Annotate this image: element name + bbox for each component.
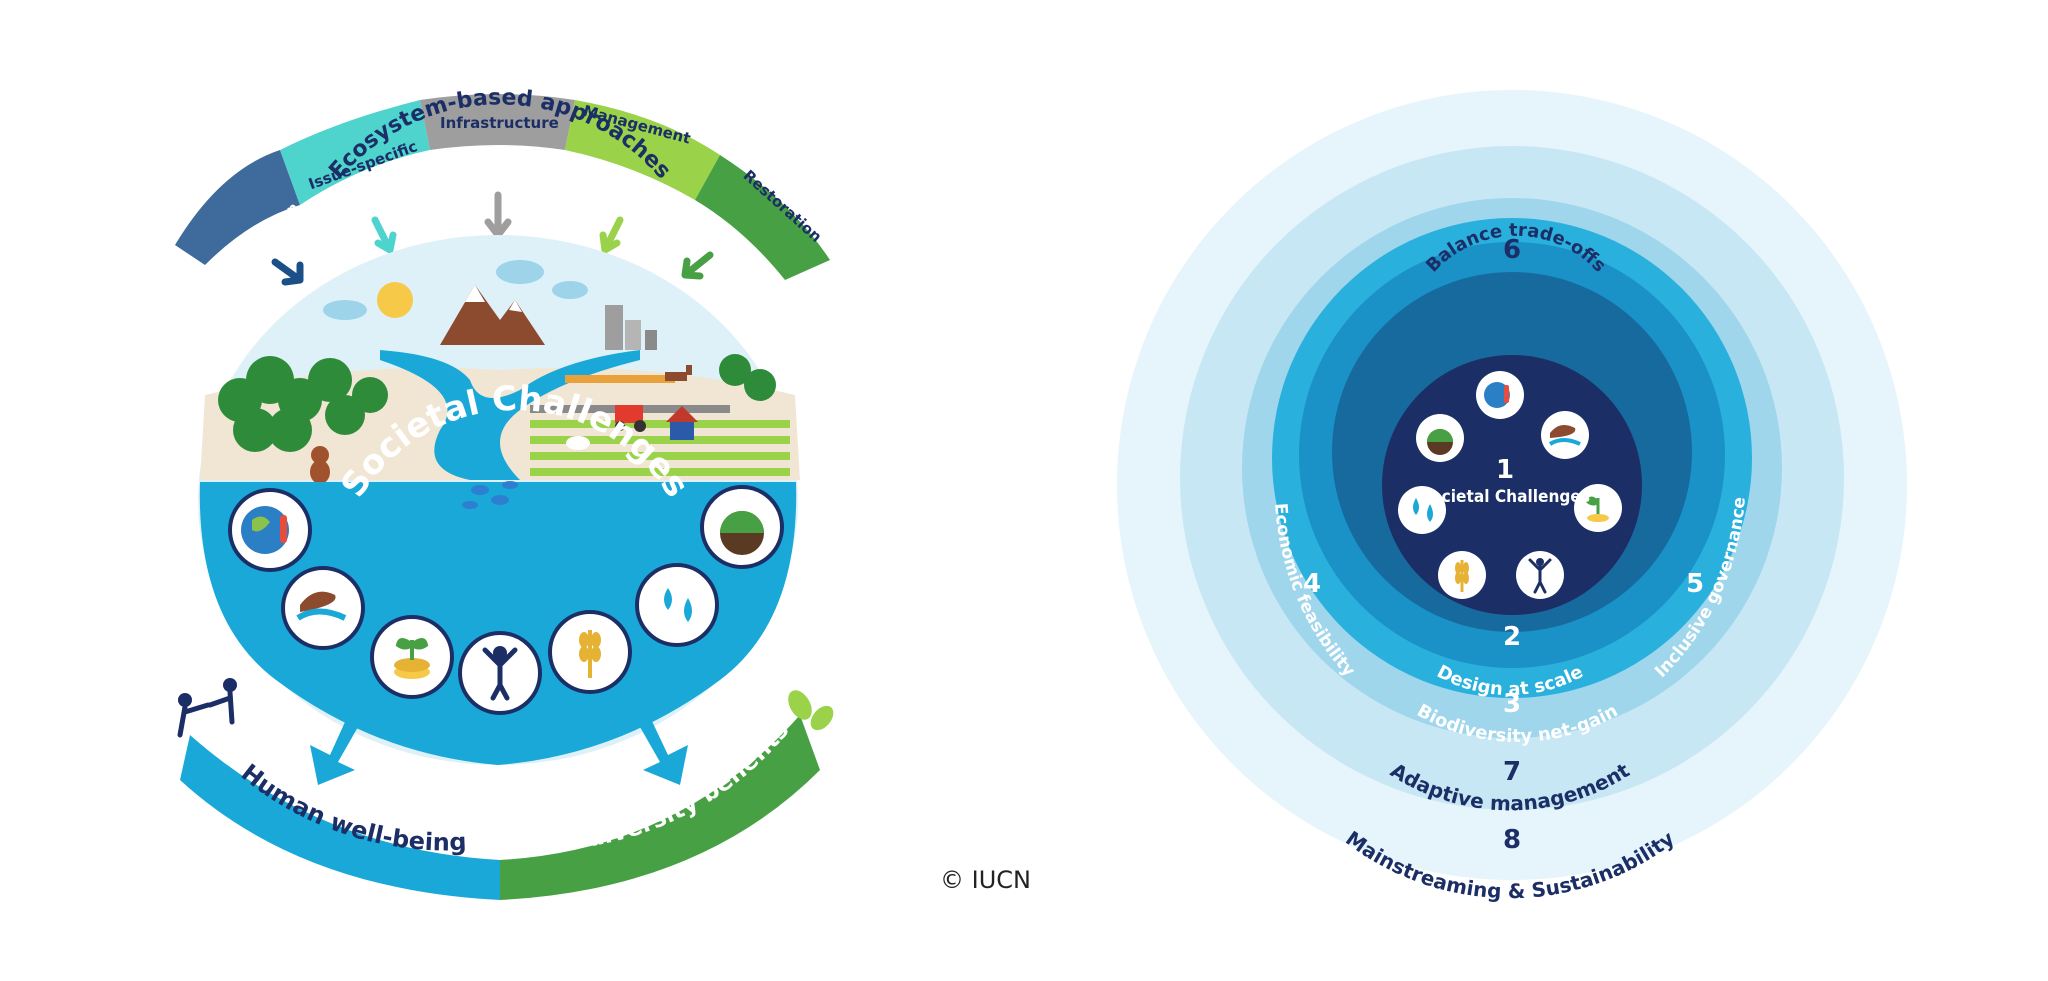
approach-tab-protection	[175, 150, 300, 265]
climate-change-icon	[1476, 371, 1524, 419]
cloud-icon	[323, 300, 367, 320]
arrow-icon	[599, 216, 624, 254]
approach-arrows	[271, 191, 714, 286]
approach-band-inner	[205, 165, 785, 300]
criteria-diagram: 1 Societal Challenges 6 Balance trade-of…	[1117, 90, 1907, 903]
arrow-icon	[681, 251, 714, 280]
natural-disaster-icon	[281, 566, 365, 650]
natural-disaster-icon	[1541, 411, 1589, 459]
criterion-1-number: 1	[1496, 455, 1514, 485]
approach-tab-infrastructure	[420, 94, 575, 150]
city-building	[645, 330, 657, 350]
leaf-icon	[788, 690, 834, 731]
landscape: Societal Challenges	[198, 235, 800, 765]
criterion-3-number: 3	[1503, 689, 1521, 719]
criterion-5-number: 5	[1686, 569, 1704, 599]
water-security-icon	[1398, 486, 1446, 534]
arrow-icon	[271, 258, 304, 286]
mountain-snow	[465, 285, 522, 312]
economic-development-icon	[370, 615, 454, 699]
soil-degradation-icon	[700, 485, 784, 569]
tree-icon	[719, 354, 776, 401]
orangutan-icon	[310, 446, 330, 484]
criterion-6-number: 6	[1503, 235, 1521, 265]
tractor-icon	[615, 405, 646, 432]
climate-change-icon	[228, 488, 312, 572]
outcome-biodiversity	[500, 715, 820, 900]
arrow-icon	[484, 191, 512, 239]
horse-icon	[665, 365, 692, 381]
arrow-icon	[371, 216, 397, 254]
lake	[199, 482, 797, 765]
outcome-human-wellbeing	[180, 735, 500, 900]
criterion-7-number: 7	[1503, 757, 1521, 787]
ecosystem-diagram: Protection Issue-specific Infrastructure…	[175, 85, 834, 900]
food-security-icon	[548, 610, 632, 694]
criterion-2-number: 2	[1503, 622, 1521, 652]
sheep-icon	[566, 436, 590, 450]
food-security-icon	[1438, 551, 1486, 599]
cloud-icon	[552, 281, 588, 299]
approach-tab-management	[565, 100, 720, 200]
fish-icon	[462, 481, 518, 509]
forest-icon	[218, 356, 388, 452]
people-icon	[177, 678, 237, 738]
city-building	[625, 320, 641, 350]
arrow-to-human-wellbeing	[310, 700, 370, 785]
water-security-icon	[635, 563, 719, 647]
approach-tab-label-infrastructure: Infrastructure	[440, 114, 559, 132]
human-health-icon	[458, 631, 542, 715]
copyright-notice: © IUCN	[940, 866, 1031, 894]
criterion-8-number: 8	[1503, 825, 1521, 855]
criterion-1-label: Societal Challenges	[1420, 487, 1590, 507]
criterion-4-number: 4	[1303, 569, 1321, 599]
sun-icon	[377, 282, 413, 318]
approach-tab-restoration	[695, 155, 830, 280]
human-health-icon	[1516, 551, 1564, 599]
arrow-to-biodiversity	[628, 700, 688, 785]
soil-degradation-icon	[1416, 414, 1464, 462]
approach-tab-issue-specific	[280, 100, 430, 205]
house-icon	[666, 406, 698, 440]
economic-development-icon	[1574, 484, 1622, 532]
city-icon	[605, 305, 623, 350]
cloud-icon	[496, 260, 544, 284]
river-icon	[380, 350, 640, 480]
